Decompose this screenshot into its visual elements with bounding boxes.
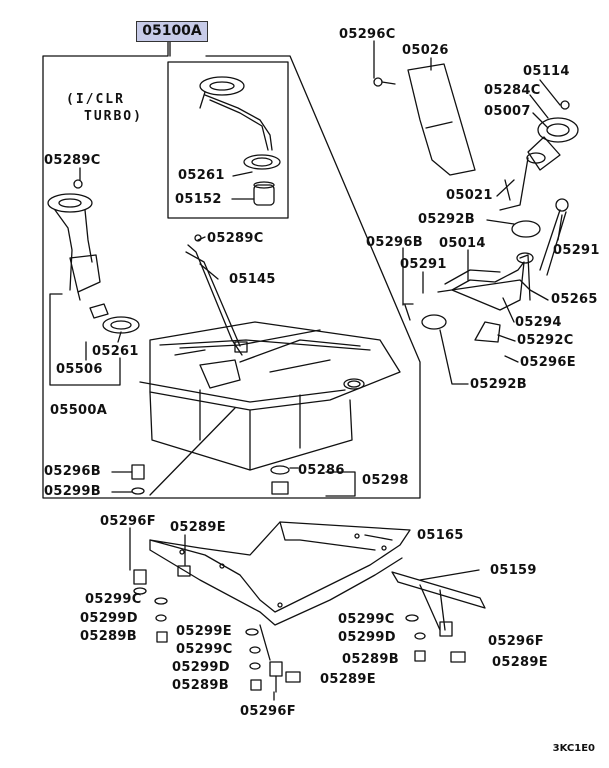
part-label-05299B-left[interactable]: 05299B (44, 484, 101, 499)
sender-rod-drawing (185, 234, 248, 356)
part-label-05299E[interactable]: 05299E (176, 624, 232, 639)
leader-bracket-05506 (49, 293, 121, 386)
part-label-05296F-left[interactable]: 05296F (100, 514, 156, 529)
part-label-05289E-bottom[interactable]: 05289E (320, 672, 376, 687)
lower-bolts-drawing (133, 565, 466, 701)
part-label-05296B-mid[interactable]: 05296B (366, 235, 423, 250)
part-label-05289C-left[interactable]: 05289C (44, 153, 101, 168)
part-label-05021[interactable]: 05021 (446, 188, 493, 203)
part-label-05296B-left[interactable]: 05296B (44, 464, 101, 479)
part-label-05289E-right[interactable]: 05289E (492, 655, 548, 670)
variant-note-line-1: (I/CLR (66, 92, 125, 107)
part-label-05289B-b[interactable]: 05289B (172, 678, 229, 693)
figure-code: 3KC1E0 (552, 743, 595, 754)
part-label-05296F-bottom[interactable]: 05296F (240, 704, 296, 719)
fuel-tank-drawing (139, 321, 401, 471)
turbo-subbox (167, 61, 289, 219)
crossmember-drawing (391, 571, 486, 631)
gauge-unit-drawing (47, 179, 140, 334)
main-part-badge[interactable]: 05100A (136, 21, 208, 42)
part-label-05289B-a[interactable]: 05289B (80, 629, 137, 644)
part-label-05165[interactable]: 05165 (417, 528, 464, 543)
part-label-05289C-mid[interactable]: 05289C (207, 231, 264, 246)
part-label-05114[interactable]: 05114 (523, 64, 570, 79)
part-label-05007[interactable]: 05007 (484, 104, 531, 119)
part-label-05291-right[interactable]: 05291 (553, 243, 600, 258)
part-label-05299C-b[interactable]: 05299C (176, 642, 233, 657)
part-label-05500A[interactable]: 05500A (50, 403, 108, 418)
part-label-05014[interactable]: 05014 (439, 236, 486, 251)
variant-note-line-2: TURBO) (84, 109, 143, 124)
filler-neck-drawing (373, 63, 579, 343)
part-label-05152[interactable]: 05152 (175, 192, 222, 207)
part-label-05284C[interactable]: 05284C (484, 83, 541, 98)
part-label-05299D-c[interactable]: 05299D (338, 630, 396, 645)
part-label-05159[interactable]: 05159 (490, 563, 537, 578)
turbo-pump-drawing (199, 76, 281, 206)
part-label-05296E[interactable]: 05296E (520, 355, 576, 370)
part-label-05292B-bottom[interactable]: 05292B (470, 377, 527, 392)
part-label-05299D-b[interactable]: 05299D (172, 660, 230, 675)
part-label-05265[interactable]: 05265 (551, 292, 598, 307)
part-label-05292B-top[interactable]: 05292B (418, 212, 475, 227)
part-label-05294[interactable]: 05294 (515, 315, 562, 330)
part-label-05298[interactable]: 05298 (362, 473, 409, 488)
part-label-05289B-c[interactable]: 05289B (342, 652, 399, 667)
part-label-05299C-c[interactable]: 05299C (338, 612, 395, 627)
part-label-05261-left[interactable]: 05261 (92, 344, 139, 359)
skid-plate-drawing (149, 521, 411, 626)
part-label-05289E-top[interactable]: 05289E (170, 520, 226, 535)
part-label-05299D-a[interactable]: 05299D (80, 611, 138, 626)
part-label-05296C[interactable]: 05296C (339, 27, 396, 42)
part-label-05261-top[interactable]: 05261 (178, 168, 225, 183)
part-label-05299C-a[interactable]: 05299C (85, 592, 142, 607)
part-label-05291-mid[interactable]: 05291 (400, 257, 447, 272)
part-label-05026[interactable]: 05026 (402, 43, 449, 58)
leader-lines (79, 40, 563, 581)
part-label-05506[interactable]: 05506 (56, 362, 103, 377)
part-label-05145[interactable]: 05145 (229, 272, 276, 287)
part-label-05292C[interactable]: 05292C (517, 333, 574, 348)
assembly-outline (42, 39, 421, 499)
part-label-05286[interactable]: 05286 (298, 463, 345, 478)
part-label-05296F-right[interactable]: 05296F (488, 634, 544, 649)
